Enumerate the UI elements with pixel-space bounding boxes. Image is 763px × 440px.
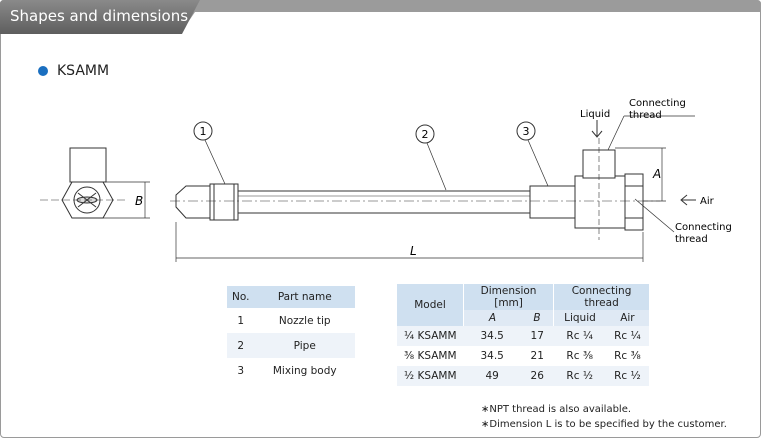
dim-a-label: A: [652, 167, 661, 181]
header-background: [0, 0, 761, 34]
callout-1: 1: [200, 125, 207, 138]
table-row: 1 Nozzle tip: [227, 308, 355, 333]
table-row: ¹⁄₄ KSAMM 34.5 17 Rc ¹⁄₄ Rc ¹⁄₄: [397, 326, 649, 346]
main-assembly: [170, 138, 660, 240]
row-b: 26: [520, 366, 554, 386]
dimension-lines: [175, 115, 695, 262]
part-name: Pipe: [254, 333, 355, 358]
model-heading: KSAMM: [38, 63, 109, 79]
row-a: 34.5: [480, 350, 504, 362]
bullet-dot-icon: [38, 66, 48, 76]
callout-2-circle: [415, 124, 435, 144]
parts-header-name: Part name: [254, 286, 355, 308]
section-title: Shapes and dimensions: [10, 7, 189, 25]
header-connecting-thread: Connecting thread: [553, 284, 649, 310]
dimension-table: Model Dimension [mm] Connecting thread A…: [397, 284, 649, 386]
dim-b-label: B: [135, 194, 143, 208]
table-row: ³⁄₈ KSAMM 34.5 21 Rc ³⁄₈ Rc ³⁄₈: [397, 346, 649, 366]
thread-top-line1: Connecting: [629, 98, 686, 109]
row-model: ¹⁄₂ KSAMM: [397, 366, 464, 386]
row-b: 21: [530, 350, 544, 362]
header-air: Air: [605, 310, 649, 326]
row-a: 49: [463, 366, 521, 386]
liquid-label: Liquid: [580, 109, 610, 120]
callout-2: 2: [422, 128, 429, 141]
parts-header-no: No.: [227, 286, 255, 308]
callout-3-circle: [516, 121, 536, 141]
section-header: Shapes and dimensions: [0, 0, 761, 34]
row-air: Rc ¹⁄₂: [605, 366, 649, 386]
thread-top-line2: thread: [629, 110, 662, 121]
part-name: Mixing body: [272, 364, 337, 377]
thread-right-line2: thread: [675, 234, 708, 245]
row-model: ¹⁄₄ KSAMM: [397, 326, 464, 346]
header-dimension: Dimension [mm]: [462, 284, 554, 310]
table-row: 2 Pipe: [227, 333, 355, 358]
callout-3: 3: [523, 125, 530, 138]
callouts: 1 2 3: [193, 121, 536, 144]
thread-right-line1: Connecting: [675, 222, 732, 233]
table-row: 3 Mixing body: [227, 358, 355, 383]
header-a: A: [462, 310, 521, 326]
callout-1-circle: [193, 121, 213, 141]
air-arrow-icon: [680, 194, 696, 206]
note-dimension-l: ∗Dimension L is to be specified by the c…: [481, 419, 727, 430]
row-model: ³⁄₈ KSAMM: [403, 350, 457, 362]
row-air: Rc ³⁄₈: [614, 350, 641, 362]
dim-l-label: L: [410, 244, 417, 258]
flow-labels: Liquid Connecting thread Air Connecting …: [135, 98, 732, 258]
part-no: 3: [237, 364, 245, 377]
note-npt: ∗NPT thread is also available.: [481, 404, 632, 415]
row-b: 17: [520, 326, 554, 346]
header-model: Model: [397, 284, 464, 326]
row-liquid: Rc ¹⁄₂: [553, 366, 606, 386]
header-liquid: Liquid: [553, 310, 606, 326]
row-air: Rc ¹⁄₄: [605, 326, 649, 346]
row-liquid: Rc ¹⁄₄: [553, 326, 606, 346]
parts-table: No. Part name 1 Nozzle tip 2 Pipe 3 Mixi…: [227, 286, 355, 383]
part-no: 2: [227, 333, 255, 358]
row-a: 34.5: [463, 326, 521, 346]
liquid-arrow-icon: [591, 120, 603, 138]
table-row: ¹⁄₂ KSAMM 49 26 Rc ¹⁄₂ Rc ¹⁄₂: [397, 366, 649, 386]
air-label: Air: [700, 196, 715, 207]
part-no: 1: [237, 314, 245, 327]
part-name: Nozzle tip: [278, 314, 331, 327]
header-b: B: [520, 310, 554, 326]
model-name: KSAMM: [57, 63, 110, 79]
side-view: [40, 147, 150, 219]
row-liquid: Rc ³⁄₈: [566, 350, 593, 362]
